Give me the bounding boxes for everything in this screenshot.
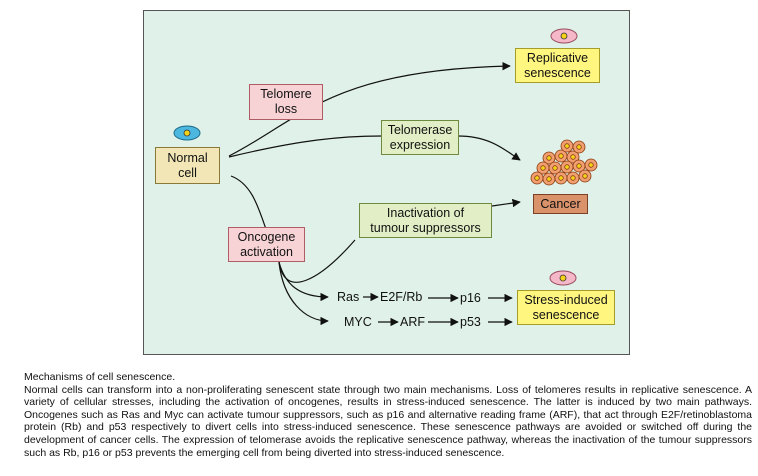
myc-label: MYC bbox=[344, 315, 372, 329]
p16-label: p16 bbox=[460, 291, 481, 305]
cancer-label: Cancer bbox=[540, 196, 581, 211]
figure-caption: Mechanisms of cell senescence. Normal ce… bbox=[24, 371, 752, 459]
stress-induced-senescence-node: Stress-induced senescence bbox=[517, 290, 615, 325]
telomerase-line1: Telomerase bbox=[387, 122, 453, 137]
p53-label: p53 bbox=[460, 315, 481, 329]
caption-body: Normal cells can transform into a non-pr… bbox=[24, 383, 752, 459]
inactivation-node: Inactivation of tumour suppressors bbox=[359, 203, 492, 238]
stress-line1: Stress-induced bbox=[524, 292, 608, 307]
telomere-loss-line2: loss bbox=[274, 102, 298, 116]
arf-label: ARF bbox=[400, 315, 425, 329]
caption-title: Mechanisms of cell senescence. bbox=[24, 371, 176, 383]
oncogene-line1: Oncogene bbox=[237, 229, 296, 244]
telomere-loss-line1: Telomere bbox=[260, 87, 312, 101]
normal-cell-line1: Normal bbox=[167, 150, 208, 165]
replicative-senescent-cell-icon bbox=[550, 28, 578, 44]
replicative-line2: senescence bbox=[524, 65, 591, 80]
cancer-cell-cluster-icon bbox=[530, 139, 598, 186]
normal-cell-line2: cell bbox=[178, 165, 197, 180]
inactivation-line2: tumour suppressors bbox=[370, 220, 481, 235]
oncogene-line2: activation bbox=[240, 244, 293, 259]
telomerase-expression-node: Telomerase expression bbox=[381, 120, 459, 155]
e2f-rb-label: E2F/Rb bbox=[380, 290, 423, 304]
oncogene-activation-node: Oncogene activation bbox=[228, 227, 305, 262]
telomerase-line2: expression bbox=[389, 137, 451, 152]
replicative-senescence-node: Replicative senescence bbox=[515, 48, 600, 83]
normal-cell-node: Normal cell bbox=[155, 147, 220, 184]
inactivation-line1: Inactivation of bbox=[386, 205, 465, 220]
cancer-node: Cancer bbox=[533, 194, 588, 214]
telomere-loss-node: Telomere loss bbox=[249, 84, 323, 120]
stress-senescent-cell-icon bbox=[549, 270, 577, 286]
ras-label: Ras bbox=[337, 290, 360, 304]
stress-line2: senescence bbox=[532, 307, 600, 322]
normal-cell-icon bbox=[173, 125, 201, 141]
replicative-line1: Replicative bbox=[526, 50, 589, 65]
